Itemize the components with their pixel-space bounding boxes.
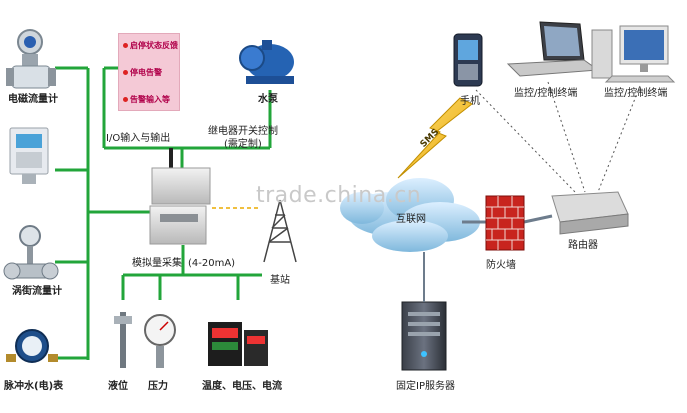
- connection-lines: [55, 66, 272, 360]
- label-vortex-flowmeter: 涡街流量计: [12, 286, 62, 297]
- label-pressure: 压力: [148, 381, 168, 392]
- label-internet: 互联网: [396, 214, 426, 225]
- relay-status-panel: 启停状态反馈 停电告警 告警输入等: [118, 33, 180, 111]
- router-icon: [551, 191, 629, 235]
- vortex-flowmeter-icon: [3, 225, 59, 280]
- watermark: trade.china.cn: [256, 183, 422, 208]
- label-firewall: 防火墙: [486, 260, 516, 271]
- network-links: [462, 214, 553, 224]
- temperature-controller-icon: [208, 322, 268, 366]
- label-electromagnetic-flowmeter: 电磁流量计: [8, 94, 58, 105]
- base-station-icon: [263, 199, 297, 263]
- label-phone: 手机: [460, 96, 480, 107]
- relay-item-alarm-input: 告警输入等: [123, 94, 170, 105]
- label-relay-custom: (需定制): [224, 139, 262, 150]
- label-pump: 水泵: [258, 94, 278, 105]
- relay-item-start-stop: 启停状态反馈: [123, 40, 178, 51]
- relay-item-power-alarm: 停电告警: [123, 67, 162, 78]
- label-analog-range: (4-20mA): [188, 258, 236, 269]
- electromagnetic-flowmeter-icon: [6, 29, 56, 89]
- dotted-links: [475, 81, 641, 193]
- label-liquid-level: 液位: [108, 381, 128, 392]
- label-temp-voltage-current: 温度、电压、电流: [202, 381, 282, 392]
- label-monitor-terminal-2: 监控/控制终端: [604, 88, 668, 99]
- label-pulse-meter: 脉冲水(电)表: [4, 381, 64, 392]
- water-pump-icon: [239, 40, 294, 84]
- pulse-meter-icon: [6, 329, 58, 363]
- label-base-station: 基站: [270, 275, 290, 286]
- mobile-phone-icon: [453, 33, 483, 87]
- firewall-icon: [485, 195, 525, 251]
- label-relay-control: 继电器开关控制: [208, 126, 278, 137]
- label-router: 路由器: [568, 240, 598, 251]
- data-collector-icon: [149, 148, 211, 245]
- flow-meter-box-icon: [9, 127, 49, 184]
- sms-lightning-icon: [397, 97, 473, 179]
- laptop-icon: [506, 21, 600, 77]
- server-icon: [401, 301, 447, 371]
- liquid-level-sensor-icon: [114, 312, 132, 368]
- internet-cloud-icon: [340, 178, 480, 252]
- label-monitor-terminal-1: 监控/控制终端: [514, 88, 578, 99]
- label-fixed-ip-server: 固定IP服务器: [396, 381, 455, 392]
- label-io: I/O输入与输出: [106, 133, 171, 144]
- desktop-computer-icon: [591, 25, 676, 83]
- pressure-gauge-icon: [144, 314, 176, 368]
- label-analog: 模拟量采集: [132, 258, 182, 269]
